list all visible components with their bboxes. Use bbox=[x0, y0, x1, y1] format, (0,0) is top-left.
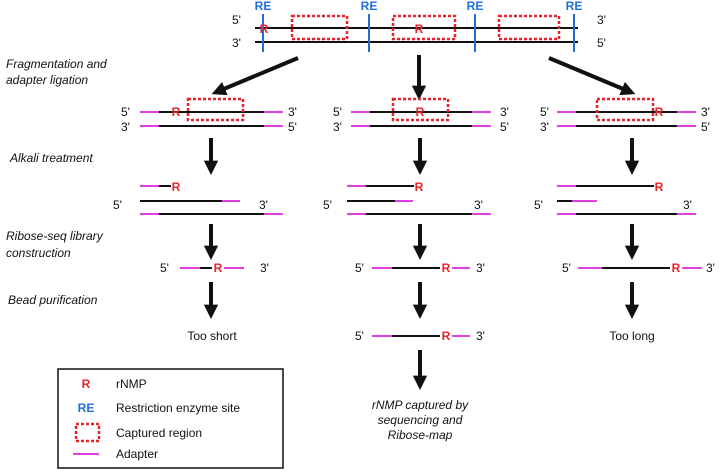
step-ribose-seq-line2: construction bbox=[6, 246, 71, 260]
five-prime-label: 5' bbox=[288, 120, 297, 134]
outcome-captured-line2: sequencing and bbox=[378, 413, 463, 427]
captured-region-box bbox=[391, 14, 457, 41]
three-prime-label: 3' bbox=[260, 261, 269, 275]
legend-adapter-label: Adapter bbox=[116, 447, 158, 461]
five-prime-label: 5' bbox=[500, 120, 509, 134]
three-prime-label: 3' bbox=[476, 261, 485, 275]
captured-region-box bbox=[497, 14, 561, 41]
rnmp-marker: R bbox=[415, 180, 424, 194]
outcome-too-short: Too short bbox=[187, 329, 237, 343]
outcome-captured-line3: Ribose-map bbox=[388, 428, 453, 442]
three-prime-label: 3' bbox=[683, 198, 692, 212]
five-prime-label: 5' bbox=[355, 329, 364, 343]
legend-rnmp-label: rNMP bbox=[116, 377, 147, 391]
re-site-label: RE bbox=[566, 0, 583, 13]
bottom-strand-3prime: 3' bbox=[232, 36, 241, 50]
step-fragmentation-line2: adapter ligation bbox=[6, 73, 88, 87]
three-prime-label: 3' bbox=[476, 329, 485, 343]
legend-re-label: Restriction enzyme site bbox=[116, 401, 240, 415]
three-prime-label: 3' bbox=[259, 198, 268, 212]
five-prime-label: 5' bbox=[333, 105, 342, 119]
rnmp-marker: R bbox=[655, 180, 664, 194]
arrow-to-left-fragment bbox=[211, 56, 299, 96]
rnmp-marker: R bbox=[172, 105, 181, 119]
captured-region-box bbox=[391, 97, 450, 122]
re-site-label: RE bbox=[361, 0, 378, 13]
three-prime-label: 3' bbox=[121, 120, 130, 134]
rnmp-marker: R bbox=[416, 105, 425, 119]
five-prime-label: 5' bbox=[540, 105, 549, 119]
five-prime-label: 5' bbox=[160, 261, 169, 275]
genomic-dna: 5' 3' 3' 5' RE RE RE RE R R bbox=[232, 0, 606, 52]
three-prime-label: 3' bbox=[333, 120, 342, 134]
rnmp-marker: R bbox=[442, 261, 451, 275]
middle-column: 5' 3' 3' 5' R R 5' 3' 5' R 3' 5' R bbox=[323, 97, 509, 442]
legend-captured-swatch bbox=[74, 422, 101, 443]
three-prime-label: 3' bbox=[288, 105, 297, 119]
three-prime-label: 3' bbox=[701, 105, 710, 119]
bottom-strand-5prime: 5' bbox=[597, 36, 606, 50]
rnmp-marker: R bbox=[655, 105, 664, 119]
five-prime-label: 5' bbox=[701, 120, 710, 134]
legend: R rNMP RE Restriction enzyme site Captur… bbox=[57, 368, 284, 469]
legend-rnmp-symbol: R bbox=[82, 377, 91, 391]
rnmp-marker: R bbox=[672, 261, 681, 275]
top-strand-5prime: 5' bbox=[232, 13, 241, 27]
step-alkali-treatment: Alkali treatment bbox=[9, 151, 93, 165]
three-prime-label: 3' bbox=[474, 198, 483, 212]
top-strand-3prime: 3' bbox=[597, 13, 606, 27]
legend-re-symbol: RE bbox=[78, 401, 95, 415]
legend-captured-label: Captured region bbox=[116, 426, 202, 440]
rnmp-marker: R bbox=[415, 22, 424, 36]
captured-region-box bbox=[186, 97, 245, 122]
arrow-to-right-fragment bbox=[548, 56, 636, 96]
rnmp-marker: R bbox=[172, 180, 181, 194]
step-bead-purification: Bead purification bbox=[8, 293, 98, 307]
captured-region-box bbox=[290, 14, 349, 41]
three-prime-label: 3' bbox=[540, 120, 549, 134]
re-site-label: RE bbox=[255, 0, 272, 13]
five-prime-label: 5' bbox=[113, 198, 122, 212]
captured-region-box bbox=[595, 97, 655, 122]
rnmp-marker: R bbox=[442, 329, 451, 343]
left-column: 5' 3' 3' 5' R R 5' 3' 5' R 3' Too short bbox=[113, 97, 297, 343]
outcome-too-long: Too long bbox=[609, 329, 654, 343]
outcome-captured-line1: rNMP captured by bbox=[372, 398, 469, 412]
five-prime-label: 5' bbox=[323, 198, 332, 212]
five-prime-label: 5' bbox=[121, 105, 130, 119]
right-column: 5' 3' 3' 5' R R 5' 3' 5' R 3' Too long bbox=[534, 97, 715, 343]
legend-box bbox=[57, 368, 284, 469]
five-prime-label: 5' bbox=[534, 198, 543, 212]
step-fragmentation-line1: Fragmentation and bbox=[6, 57, 107, 71]
five-prime-label: 5' bbox=[355, 261, 364, 275]
rnmp-marker: R bbox=[214, 261, 223, 275]
three-prime-label: 3' bbox=[500, 105, 509, 119]
re-site-label: RE bbox=[467, 0, 484, 13]
five-prime-label: 5' bbox=[562, 261, 571, 275]
three-prime-label: 3' bbox=[706, 261, 715, 275]
step-ribose-seq-line1: Ribose-seq library bbox=[6, 229, 104, 243]
rnmp-marker: R bbox=[260, 22, 269, 36]
